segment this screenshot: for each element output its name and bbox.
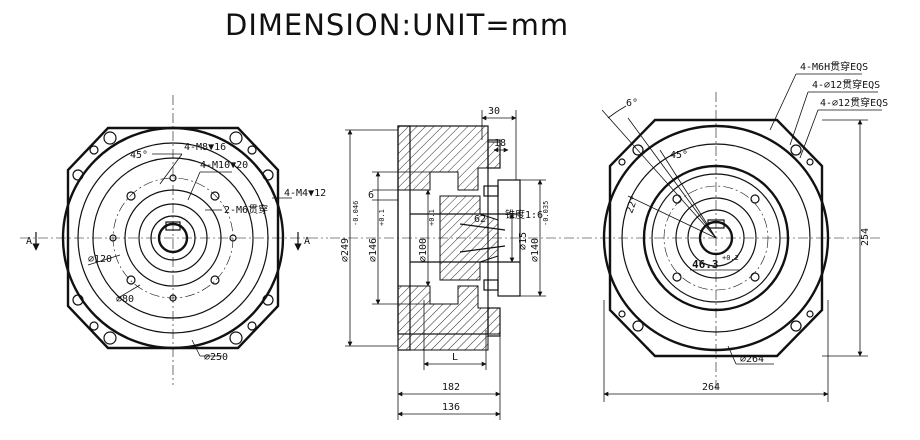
dim-dia100: ⌀100 <box>418 238 429 262</box>
angle-22-label: 22° <box>624 194 641 215</box>
middle-section-view <box>330 110 580 420</box>
taper-label: 锥度1:6 <box>505 208 543 221</box>
holes-m8-label: 4-M8▼16 <box>184 142 226 153</box>
dia-80-label: ⌀80 <box>116 294 134 305</box>
dim-62: 62 <box>474 214 486 225</box>
dim-tol140: -0.035 <box>542 201 550 226</box>
page-title: DIMENSION:UNIT=mm <box>225 8 570 42</box>
dim-dia15: ⌀15 <box>518 232 529 250</box>
left-front-view <box>20 95 328 385</box>
dim-264: 264 <box>702 382 720 393</box>
angle-6-label: 6° <box>626 98 638 109</box>
dim-136: 136 <box>442 402 460 413</box>
dia-264-label: ⌀264 <box>740 354 764 365</box>
dim-30: 30 <box>488 106 500 117</box>
holes-m6h-label: 4-M6H贯穿EQS <box>800 60 868 73</box>
dim-254: 254 <box>860 228 871 246</box>
holes-12b-label: 4-⌀12贯穿EQS <box>820 96 888 109</box>
dim-18: 18 <box>494 138 506 149</box>
dim-tol249: -0.046 <box>352 201 360 226</box>
dim-L: L <box>452 352 458 363</box>
dim-dia146: ⌀146 <box>368 238 379 262</box>
right-rear-view <box>582 73 882 402</box>
angle-45-right-label: 45° <box>670 150 688 161</box>
holes-m4-label: 4-M4▼12 <box>284 188 326 199</box>
dim-6: 6 <box>368 190 374 201</box>
holes-12a-label: 4-⌀12贯穿EQS <box>812 78 880 91</box>
dim-dia140: ⌀140 <box>530 238 541 262</box>
section-a-left: A <box>26 236 32 247</box>
dia-250-label: ⌀250 <box>204 352 228 363</box>
dim-182: 182 <box>442 382 460 393</box>
bore-label: 46.3 <box>692 258 719 271</box>
holes-m10-label: 4-M10▼20 <box>200 160 248 171</box>
dim-tol100: +0.1 <box>428 209 436 226</box>
holes-m6-label: 2-M6贯穿 <box>224 203 268 216</box>
section-a-right: A <box>304 236 310 247</box>
dim-dia249: ⌀249 <box>340 238 351 262</box>
bore-tol-label: +0.2 <box>722 254 739 262</box>
angle-45-label: 45° <box>130 150 148 161</box>
dia-120-label: ⌀120 <box>88 254 112 265</box>
dim-tol146: +0.1 <box>378 209 386 226</box>
